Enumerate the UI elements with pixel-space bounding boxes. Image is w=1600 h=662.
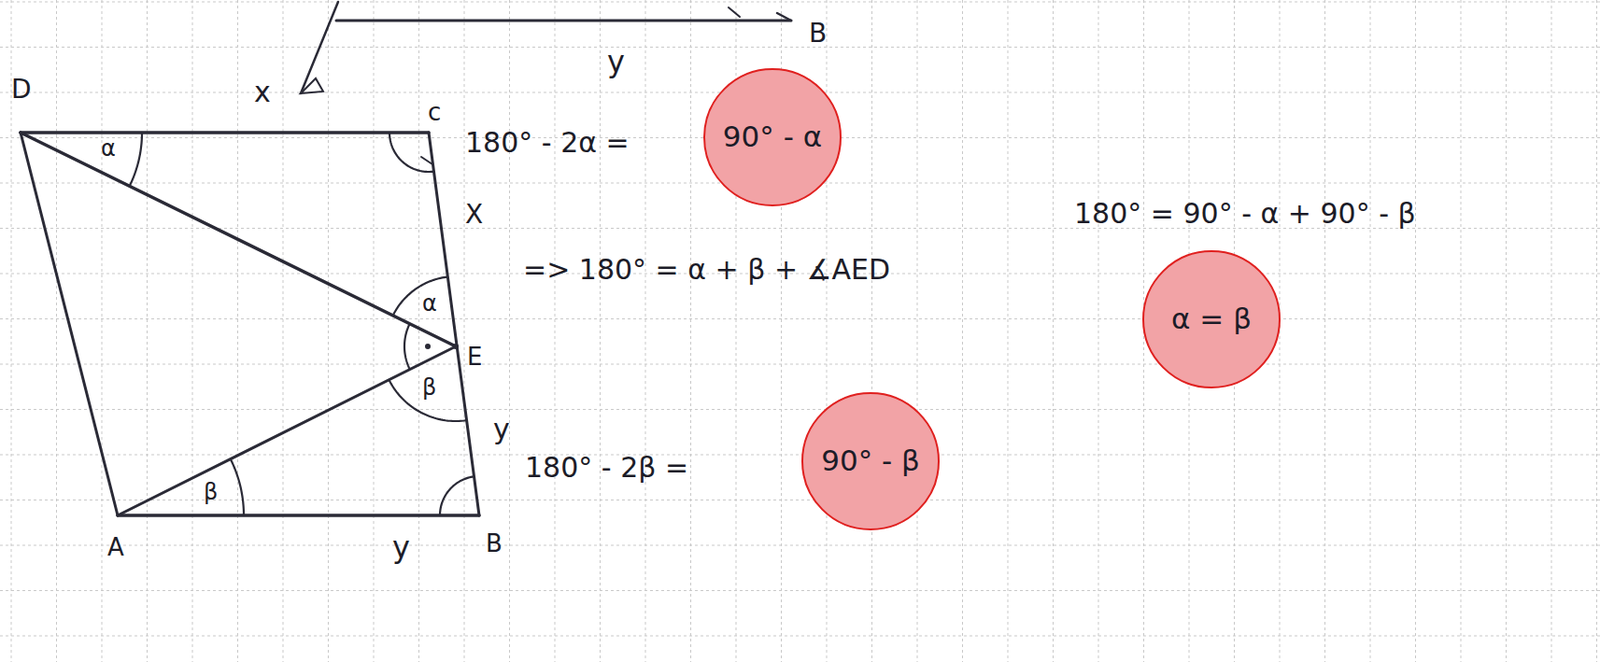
handwritten-label: B (808, 18, 827, 49)
highlight-circle: α = β (1142, 250, 1281, 389)
side-cb (428, 132, 480, 516)
grid-line (0, 499, 1600, 501)
segment-ae (117, 346, 456, 516)
grid-line (237, 0, 239, 662)
grid-line (1596, 0, 1598, 662)
grid-line (0, 364, 1600, 366)
right-angle-dot (424, 343, 431, 350)
grid-line (0, 318, 1600, 320)
grid-line (0, 1, 1600, 3)
grid-line (599, 0, 601, 662)
grid-line (418, 0, 420, 662)
grid-line (56, 0, 57, 662)
grid-line (0, 545, 1600, 547)
handwritten-label: α (100, 136, 116, 163)
grid-line (690, 0, 692, 662)
angle-arc (129, 132, 142, 186)
grid-line (283, 0, 284, 662)
handwritten-label: y (392, 530, 411, 566)
handwritten-label: B (485, 530, 503, 559)
grid-line (1370, 0, 1372, 662)
grid-line (146, 0, 148, 662)
handwritten-label: c (427, 99, 441, 128)
handwritten-label: 180° - 2α = (465, 127, 630, 160)
grid-line (871, 0, 873, 662)
partial-stroke (728, 7, 740, 17)
grid-line (1007, 0, 1009, 662)
partial-line (336, 19, 792, 23)
handwritten-label: y (607, 44, 625, 80)
grid-line (1551, 0, 1553, 662)
grid-line (464, 0, 466, 662)
grid-line (917, 0, 919, 662)
side-ad (20, 132, 118, 516)
grid-line (962, 0, 963, 662)
side-dc (20, 130, 429, 135)
grid-line (1324, 0, 1326, 662)
grid-line (373, 0, 375, 662)
handwritten-label: A (107, 534, 125, 563)
grid-line (101, 0, 103, 662)
tick-mark (421, 156, 433, 165)
grid-line (554, 0, 556, 662)
grid-line (0, 409, 1600, 411)
handwritten-label: 180° = 90° - α + 90° - β (1074, 198, 1416, 231)
right-angle-arc (404, 324, 411, 370)
grid-line (1415, 0, 1416, 662)
side-ba (117, 513, 480, 518)
grid-line (509, 0, 510, 662)
grid-line (0, 46, 1600, 48)
handwritten-label: => 180° = α + β + ∡AED (523, 254, 891, 287)
angle-arc (393, 277, 448, 317)
handwritten-label: E (467, 343, 482, 372)
circle-text: α = β (1171, 302, 1252, 337)
grid-line (327, 0, 329, 662)
angle-arc (439, 476, 474, 516)
grid-line (0, 636, 1600, 638)
handwritten-label: α (422, 291, 438, 318)
handwritten-label: β (203, 480, 218, 507)
highlight-circle: 90° - α (703, 68, 842, 207)
grid-line (0, 590, 1600, 592)
partial-line (300, 1, 339, 94)
handwritten-label: X (465, 199, 483, 230)
grid-line (1098, 0, 1100, 662)
handwritten-label: 180° - 2β = (524, 452, 689, 485)
angle-arc (230, 459, 244, 516)
grid-line (192, 0, 194, 662)
handwritten-label: β (422, 375, 437, 402)
point-e (453, 343, 459, 350)
circle-text: 90° - α (722, 120, 822, 155)
segment-de (20, 132, 456, 347)
highlight-circle: 90° - β (801, 392, 940, 531)
grid-line (1505, 0, 1507, 662)
grid-line (1052, 0, 1054, 662)
angle-arc (389, 132, 434, 172)
handwritten-label: x (254, 76, 271, 110)
grid-line (1460, 0, 1462, 662)
handwritten-label: D (11, 74, 32, 105)
arrow-head (777, 13, 792, 21)
circle-text: 90° - β (821, 444, 921, 479)
small-triangle (300, 78, 324, 94)
grid-line (645, 0, 647, 662)
handwritten-label: y (493, 413, 510, 447)
